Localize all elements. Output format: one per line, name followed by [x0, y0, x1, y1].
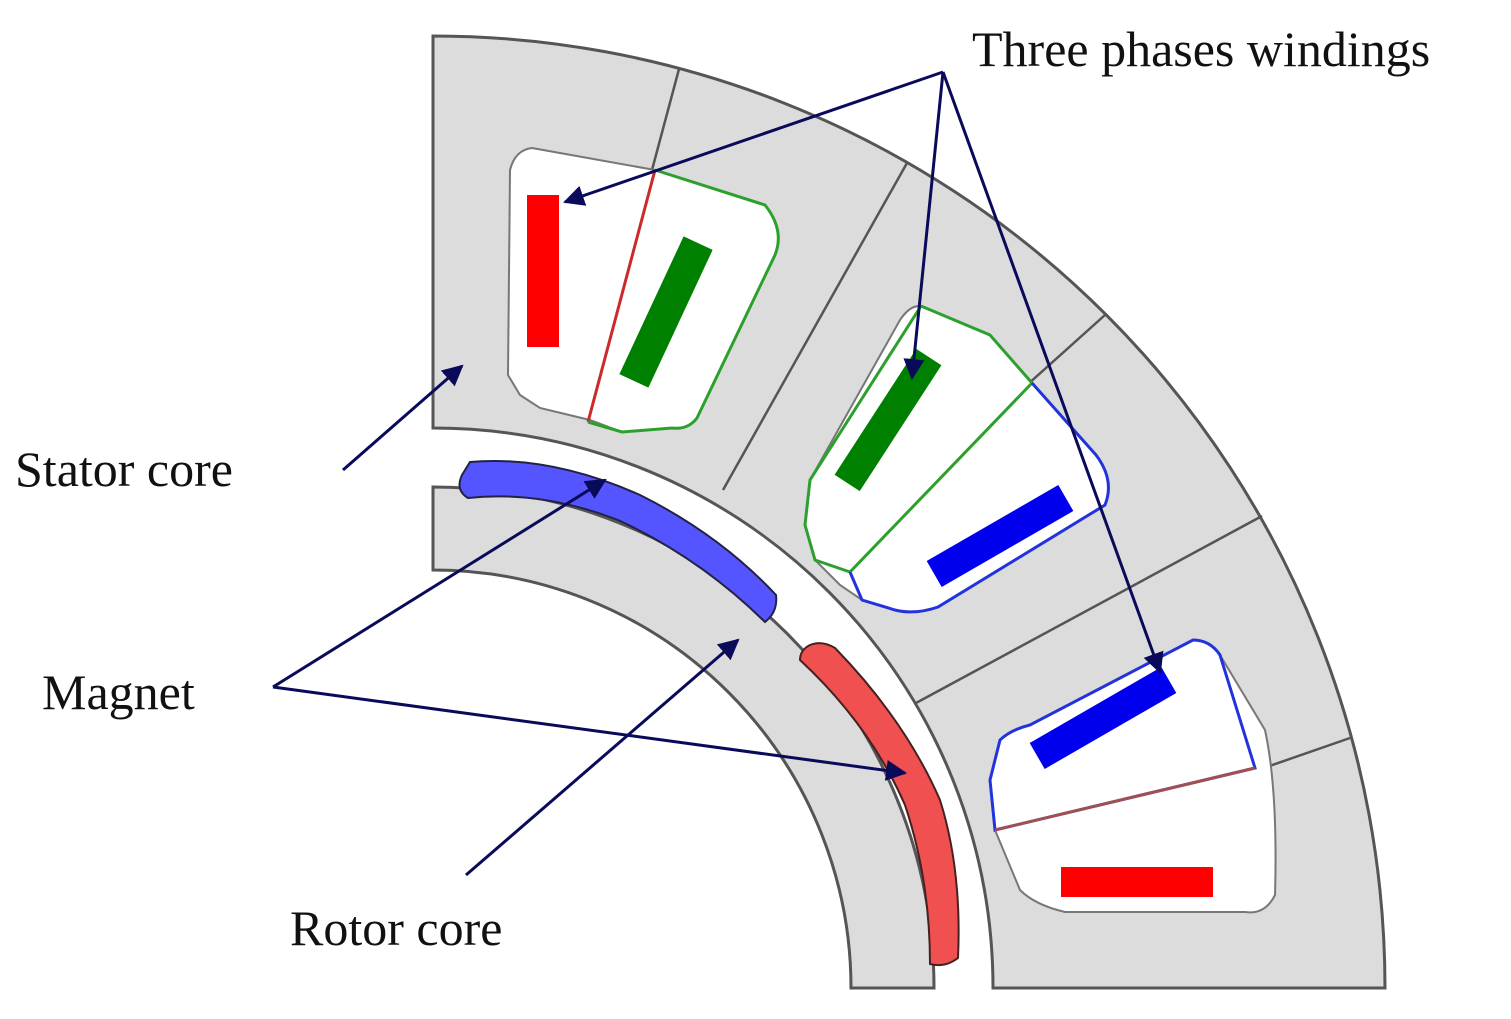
arrow-windings-to-phase-c: [941, 71, 1164, 674]
arrow-magnet-north: [272, 478, 607, 689]
stator-segment-lines: [650, 68, 1351, 772]
blue-coil-outline-2: [848, 382, 1110, 614]
coil-phase-b-2: [834, 348, 942, 492]
green-coil-outline-1: [587, 168, 780, 434]
label-three-phases-windings: Three phases windings: [972, 21, 1431, 77]
winding-dividers: [586, 168, 1257, 832]
arrow-rotor-core: [465, 638, 740, 877]
coil-phase-b-1: [619, 236, 713, 388]
magnet-north: [458, 459, 778, 624]
arrow-windings-to-phase-a: [563, 70, 944, 206]
arrow-stator-core: [342, 364, 464, 472]
callout-arrows: [272, 70, 1164, 877]
divider-slot-3: [994, 766, 1256, 832]
arrow-magnet-south: [272, 685, 908, 781]
green-coil-outline-2: [803, 304, 1034, 574]
magnet-south: [798, 642, 960, 967]
blue-coil-outline-3: [988, 638, 1257, 832]
divider-slot-2: [848, 381, 1034, 574]
label-rotor-core: Rotor core: [290, 900, 503, 956]
divider-slot-1: [586, 169, 657, 423]
coil-phase-c-2: [1029, 667, 1177, 769]
coil-phase-c-1: [926, 485, 1074, 587]
arrow-windings-to-phase-b: [903, 71, 945, 381]
coil-conductors: [527, 195, 1213, 897]
coil-phase-a-1: [527, 195, 559, 347]
label-stator-core: Stator core: [15, 441, 233, 497]
label-magnet: Magnet: [42, 664, 195, 720]
coil-phase-a-2: [1061, 867, 1213, 897]
